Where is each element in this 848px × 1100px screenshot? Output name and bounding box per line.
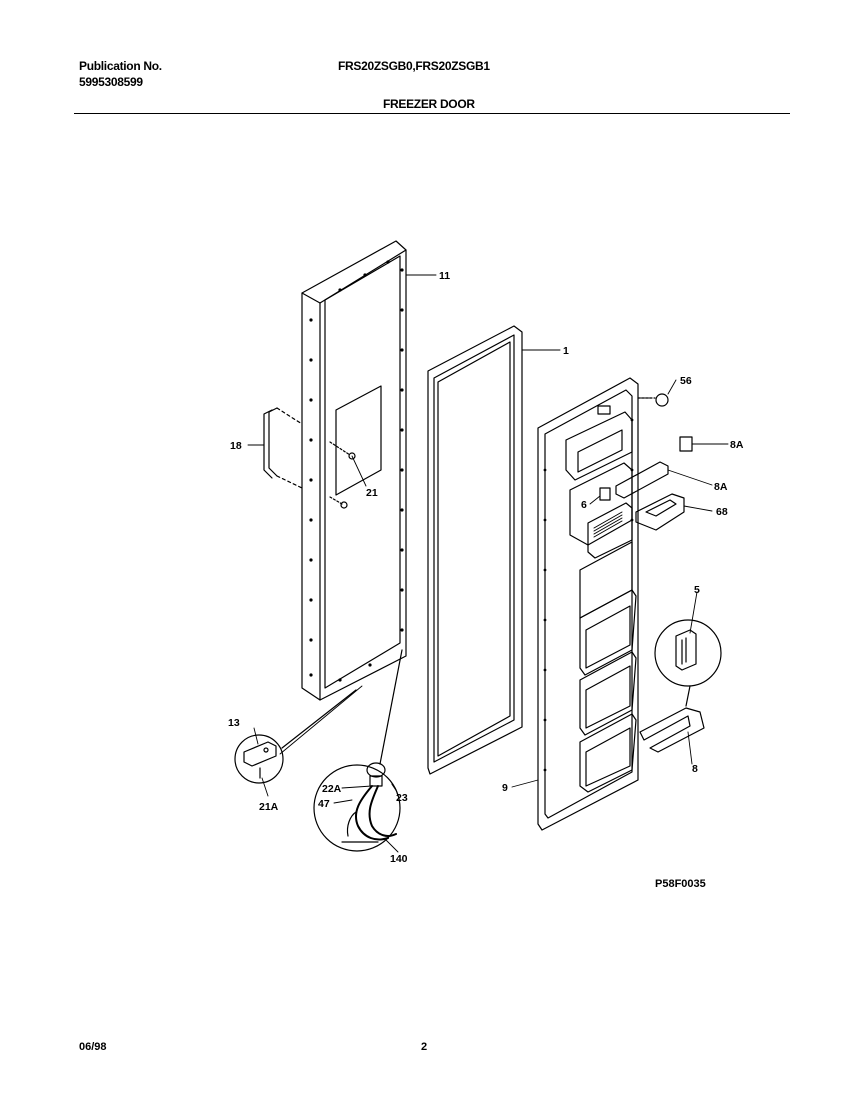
part-8A-clip bbox=[679, 436, 693, 452]
callout-9: 9 bbox=[502, 782, 508, 794]
page-number: 2 bbox=[421, 1041, 428, 1053]
callout-13: 13 bbox=[228, 717, 240, 729]
callout-6: 6 bbox=[581, 499, 587, 511]
callout-21: 21 bbox=[366, 487, 378, 499]
publication-label: Publication No. bbox=[79, 59, 162, 73]
callout-8: 8 bbox=[692, 763, 698, 775]
door-gasket bbox=[427, 325, 523, 775]
part-8A-rail bbox=[615, 461, 669, 499]
callout-56: 56 bbox=[680, 375, 692, 387]
callout-140: 140 bbox=[390, 853, 408, 865]
callout-5: 5 bbox=[694, 584, 700, 596]
detail-circle-bracket bbox=[639, 619, 722, 753]
callout-47: 47 bbox=[318, 798, 330, 810]
screws-21 bbox=[329, 441, 356, 509]
leader-lines bbox=[247, 274, 729, 853]
publication-number: 5995308599 bbox=[79, 75, 143, 89]
callout-68: 68 bbox=[716, 506, 728, 518]
dispenser-grille bbox=[593, 511, 623, 538]
header-rule bbox=[74, 113, 790, 114]
door-liner bbox=[537, 377, 639, 831]
part-6 bbox=[599, 487, 611, 501]
part-8-bracket bbox=[639, 707, 705, 753]
callout-23: 23 bbox=[396, 792, 408, 804]
callout-11: 11 bbox=[439, 270, 450, 282]
figure-code: P58F0035 bbox=[655, 878, 706, 890]
parts-right bbox=[599, 393, 693, 531]
door-panel-outer bbox=[301, 240, 407, 701]
section-title: FREEZER DOOR bbox=[383, 97, 475, 111]
part-56-screw bbox=[655, 393, 669, 407]
callout-18: 18 bbox=[230, 440, 242, 452]
callout-labels: 11 1 56 18 21 8A 8A 6 68 5 13 21A 22A 47… bbox=[228, 270, 744, 865]
callout-22A: 22A bbox=[322, 783, 342, 795]
callout-8A: 8A bbox=[714, 481, 728, 493]
door-handle bbox=[263, 407, 303, 489]
model-numbers: FRS20ZSGB0,FRS20ZSGB1 bbox=[338, 59, 490, 73]
callout-1: 1 bbox=[563, 345, 569, 357]
detail-circle-hinge bbox=[234, 685, 363, 784]
callout-21A: 21A bbox=[259, 801, 279, 813]
publication-date: 06/98 bbox=[79, 1041, 107, 1053]
callout-8A-top: 8A bbox=[730, 439, 744, 451]
detail-circle-wiring bbox=[313, 649, 403, 852]
part-68-tray bbox=[635, 493, 685, 531]
